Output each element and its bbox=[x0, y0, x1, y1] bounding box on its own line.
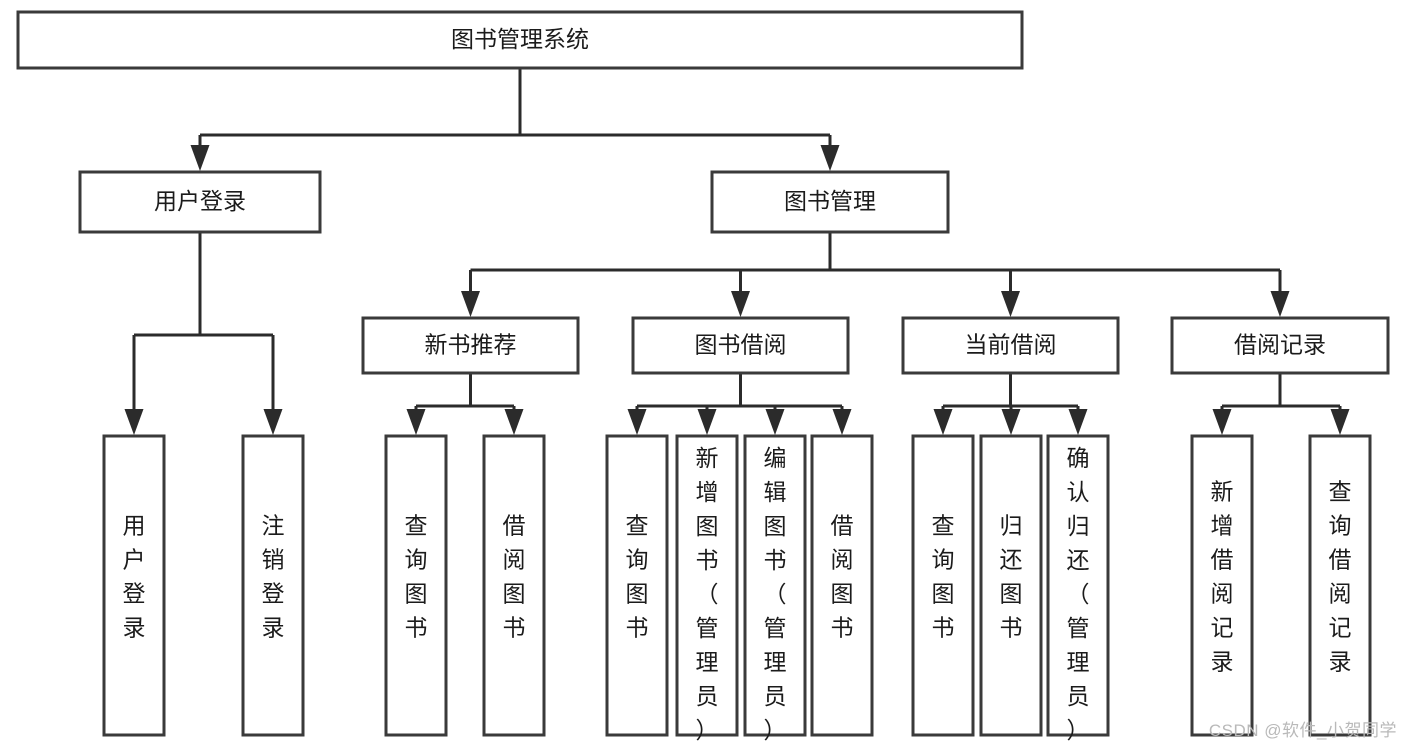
node-box[interactable] bbox=[979, 434, 1043, 737]
node-label: 新增图书（管理员） bbox=[696, 445, 719, 743]
node-box[interactable] bbox=[911, 434, 975, 737]
arrow-head-icon bbox=[1212, 409, 1232, 435]
node-leaf-rec-borrow[interactable]: 借阅图书 bbox=[482, 434, 546, 737]
arrow-head-icon bbox=[1001, 409, 1021, 435]
node-box[interactable] bbox=[710, 170, 950, 234]
node-box[interactable] bbox=[631, 316, 850, 375]
connector-layer bbox=[124, 68, 1350, 435]
connector-group-root bbox=[190, 68, 840, 171]
node-label: 新增借阅记录 bbox=[1211, 479, 1234, 675]
node-box[interactable] bbox=[810, 434, 874, 737]
node-book-borrow[interactable]: 图书借阅 bbox=[631, 316, 850, 375]
node-label: 注销登录 bbox=[262, 513, 285, 641]
connector-group-book_manage bbox=[461, 232, 1290, 317]
arrow-head-icon bbox=[1330, 409, 1350, 435]
connector-group-new_book_rec bbox=[406, 373, 524, 435]
arrow-head-icon bbox=[731, 291, 750, 317]
node-leaf-user-logout[interactable]: 注销登录 bbox=[241, 434, 305, 737]
node-label: 用户登录 bbox=[123, 513, 146, 641]
node-label: 图书管理 bbox=[784, 188, 876, 214]
node-leaf-borrow-add[interactable]: 新增图书（管理员） bbox=[675, 434, 739, 743]
arrow-head-icon bbox=[124, 409, 144, 435]
node-current-borrow[interactable]: 当前借阅 bbox=[901, 316, 1120, 375]
node-leaf-rec-query[interactable]: 查询图书 bbox=[384, 434, 448, 737]
arrow-head-icon bbox=[765, 409, 785, 435]
arrow-head-icon bbox=[933, 409, 953, 435]
node-new-book-rec[interactable]: 新书推荐 bbox=[361, 316, 580, 375]
connector-group-user_login bbox=[124, 232, 283, 435]
node-box[interactable] bbox=[102, 434, 166, 737]
node-label: 借阅图书 bbox=[503, 513, 526, 641]
node-label: 新书推荐 bbox=[425, 332, 517, 358]
node-box[interactable] bbox=[1190, 434, 1254, 737]
node-layer: 图书管理系统用户登录图书管理新书推荐图书借阅当前借阅借阅记录用户登录注销登录查询… bbox=[16, 10, 1390, 743]
arrow-head-icon bbox=[697, 409, 717, 435]
node-label: 查询图书 bbox=[626, 513, 649, 641]
watermark-text: CSDN @软件_小贺同学 bbox=[1208, 721, 1397, 740]
node-label: 编辑图书（管理员） bbox=[764, 445, 787, 743]
arrow-head-icon bbox=[190, 145, 210, 171]
node-box[interactable] bbox=[675, 434, 739, 737]
node-label: 借阅图书 bbox=[831, 513, 854, 641]
arrow-head-icon bbox=[1001, 291, 1020, 317]
node-box[interactable] bbox=[901, 316, 1120, 375]
node-box[interactable] bbox=[384, 434, 448, 737]
node-leaf-cur-query[interactable]: 查询图书 bbox=[911, 434, 975, 737]
arrow-head-icon bbox=[627, 409, 647, 435]
node-box[interactable] bbox=[1170, 316, 1390, 375]
node-leaf-rec-query2[interactable]: 查询借阅记录 bbox=[1308, 434, 1372, 737]
node-box[interactable] bbox=[361, 316, 580, 375]
node-leaf-cur-return[interactable]: 归还图书 bbox=[979, 434, 1043, 737]
arrow-head-icon bbox=[263, 409, 283, 435]
arrow-head-icon bbox=[1270, 291, 1290, 317]
connector-group-current_borrow bbox=[933, 373, 1088, 435]
node-box[interactable] bbox=[16, 10, 1024, 70]
node-box[interactable] bbox=[1308, 434, 1372, 737]
node-label: 图书借阅 bbox=[695, 332, 787, 358]
node-box[interactable] bbox=[605, 434, 669, 737]
node-borrow-record[interactable]: 借阅记录 bbox=[1170, 316, 1390, 375]
node-label: 查询图书 bbox=[932, 513, 955, 641]
node-label: 查询图书 bbox=[405, 513, 428, 641]
node-box[interactable] bbox=[78, 170, 322, 234]
node-leaf-borrow-do[interactable]: 借阅图书 bbox=[810, 434, 874, 737]
node-book-manage[interactable]: 图书管理 bbox=[710, 170, 950, 234]
node-leaf-user-login[interactable]: 用户登录 bbox=[102, 434, 166, 737]
node-box[interactable] bbox=[482, 434, 546, 737]
node-label: 查询借阅记录 bbox=[1329, 479, 1352, 675]
arrow-head-icon bbox=[461, 291, 480, 317]
connector-group-borrow_record bbox=[1212, 373, 1350, 435]
arrow-head-icon bbox=[504, 409, 524, 435]
node-box[interactable] bbox=[743, 434, 807, 737]
arrow-head-icon bbox=[1068, 409, 1088, 435]
node-label: 确认归还（管理员） bbox=[1067, 445, 1090, 743]
node-leaf-borrow-edit[interactable]: 编辑图书（管理员） bbox=[743, 434, 807, 743]
node-label: 图书管理系统 bbox=[451, 26, 589, 52]
arrow-head-icon bbox=[832, 409, 852, 435]
node-leaf-rec-add[interactable]: 新增借阅记录 bbox=[1190, 434, 1254, 737]
node-root[interactable]: 图书管理系统 bbox=[16, 10, 1024, 70]
node-box[interactable] bbox=[241, 434, 305, 737]
node-label: 用户登录 bbox=[154, 188, 246, 214]
connector-group-book_borrow bbox=[627, 373, 852, 435]
node-label: 当前借阅 bbox=[965, 332, 1057, 358]
node-leaf-cur-confirm[interactable]: 确认归还（管理员） bbox=[1046, 434, 1110, 743]
node-label: 借阅记录 bbox=[1234, 332, 1326, 358]
node-label: 归还图书 bbox=[1000, 513, 1023, 641]
node-leaf-borrow-query[interactable]: 查询图书 bbox=[605, 434, 669, 737]
arrow-head-icon bbox=[406, 409, 426, 435]
arrow-head-icon bbox=[820, 145, 840, 171]
node-user-login[interactable]: 用户登录 bbox=[78, 170, 322, 234]
node-box[interactable] bbox=[1046, 434, 1110, 737]
